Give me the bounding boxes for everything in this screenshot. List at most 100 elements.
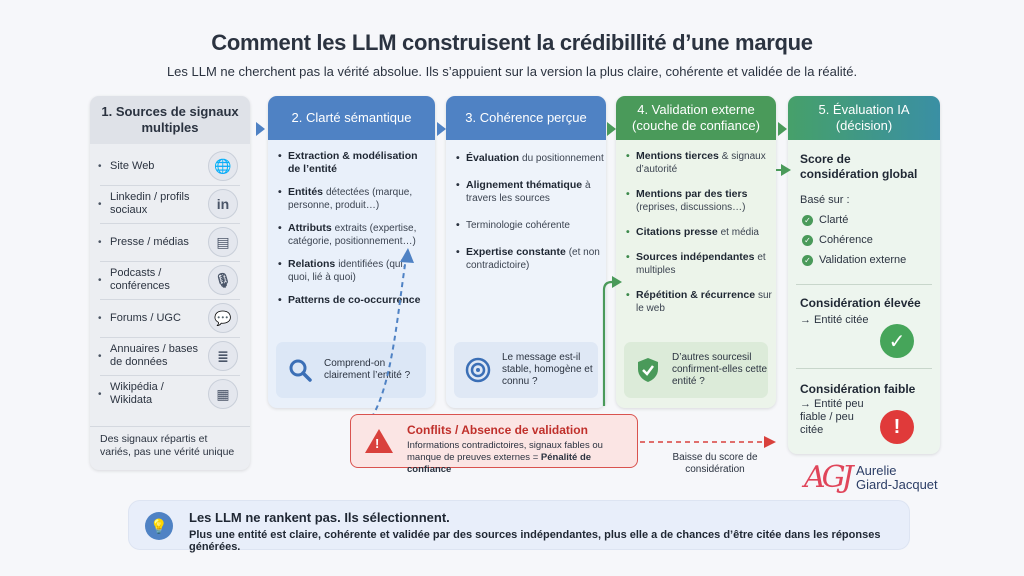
criterion-clarity: ✓Clarté	[802, 214, 848, 226]
list-item: •Terminologie cohérente	[456, 219, 570, 231]
source-label: Wikipédia / Wikidata	[110, 381, 164, 406]
arrow-head-icon	[781, 164, 791, 176]
conclusion-headline: Les LLM ne rankent pas. Ils sélectionnen…	[189, 510, 450, 525]
ai-evaluation-header: 5. Évaluation IA (décision)	[788, 96, 940, 140]
linkedin-icon: in	[208, 189, 238, 219]
arrow-head-icon	[400, 248, 414, 263]
validation-question-box: D’autres sourcesil confirment-elles cett…	[624, 342, 768, 398]
exclamation-circle-icon: !	[880, 410, 914, 444]
list-item: •Répétition & récurrence sur le web	[626, 289, 772, 314]
conflict-text: Informations contradictoires, signaux fa…	[407, 440, 603, 475]
list-item: •Mentions tierces & signaux d’autorité	[626, 150, 766, 175]
source-label: Forums / UGC	[110, 311, 181, 324]
list-item: •Mentions par des tiers (reprises, discu…	[626, 188, 748, 213]
list-item: •Attributs extraits (expertise, catégori…	[278, 222, 417, 247]
shield-check-icon	[634, 356, 662, 384]
criterion-coherence: ✓Cohérence	[802, 234, 873, 246]
conclusion-text: Plus une entité est claire, cohérente et…	[189, 529, 881, 553]
validation-question: D’autres sourcesil confirment-elles cett…	[672, 352, 768, 387]
logo-initials: AGJ	[804, 460, 854, 495]
arrow-right-icon	[607, 122, 616, 136]
target-icon	[464, 356, 492, 384]
source-item: •Presse / médias▤	[98, 224, 242, 260]
ai-evaluation-column: 5. Évaluation IA (décision) Score de con…	[788, 96, 940, 454]
logo-name-first: Aurelie	[856, 463, 897, 478]
logo-name-last: Giard-Jacquet	[856, 477, 938, 492]
arrow-right-icon	[437, 122, 446, 136]
sources-column: 1. Sources de signaux multiples •Site We…	[90, 96, 250, 470]
divider	[100, 185, 240, 186]
global-score-title: Score de considération global	[800, 152, 918, 181]
source-item: •Podcasts / conférences🎙	[98, 262, 242, 298]
arrow-right-icon	[256, 122, 265, 136]
divider	[796, 284, 932, 285]
magnifier-icon	[286, 356, 314, 384]
check-icon: ✓	[802, 254, 813, 266]
list-item: •Citations presse et média	[626, 226, 759, 238]
source-label: Presse / médias	[110, 235, 189, 248]
source-item: •Site Web🌐	[98, 148, 242, 184]
divider	[100, 375, 240, 376]
divider	[100, 299, 240, 300]
conflict-title: Conflits / Absence de validation	[407, 423, 588, 437]
clarity-header: 2. Clarté sémantique	[268, 96, 435, 140]
clarity-question-box: Comprend-on clairement l’entité ?	[276, 342, 426, 398]
high-consideration-title: Considération élevée	[800, 296, 921, 310]
list-item: •Sources indépendantes et multiples	[626, 251, 766, 276]
based-on-label: Basé sur :	[800, 194, 850, 206]
database-icon: ≣	[208, 341, 238, 371]
list-item: •Relations identifiées (qui, quoi, lié à…	[278, 258, 406, 283]
arrow-head-icon	[612, 276, 622, 288]
conclusion-banner: 💡 Les LLM ne rankent pas. Ils sélectionn…	[128, 500, 910, 553]
page-subtitle: Les LLM ne cherchent pas la vérité absol…	[166, 64, 858, 79]
newspaper-icon: ▤	[208, 227, 238, 257]
list-item: •Entités détectées (marque, personne, pr…	[278, 186, 413, 211]
divider	[100, 223, 240, 224]
low-consideration-title: Considération faible	[800, 382, 916, 396]
globe-icon: 🌐	[208, 151, 238, 181]
coherence-header: 3. Cohérence perçue	[446, 96, 606, 140]
arrow-right-icon	[778, 122, 787, 136]
clarity-question: Comprend-on clairement l’entité ?	[324, 358, 411, 381]
list-item: •Extraction & modélisation de l’entité	[278, 150, 418, 175]
wiki-icon: ▦	[208, 379, 238, 409]
sources-footer: Des signaux répartis et variés, pas une …	[90, 426, 250, 470]
conflict-box: ! Conflits / Absence de validation Infor…	[350, 414, 638, 475]
score-drop-note: Baisse du score de considération	[672, 452, 758, 475]
source-label: Linkedin / profils sociaux	[110, 191, 190, 216]
sources-header: 1. Sources de signaux multiples	[90, 96, 250, 144]
feedback-dashed-arrow	[351, 257, 407, 437]
list-item: •Évaluation du positionnement	[456, 152, 604, 164]
divider	[100, 261, 240, 262]
source-label: Annuaires / bases de données	[110, 343, 199, 368]
source-label: Site Web	[110, 159, 155, 172]
validation-header: 4. Validation externe (couche de confian…	[616, 96, 776, 140]
source-label: Podcasts / conférences	[110, 267, 170, 292]
chat-icon: 💬	[208, 303, 238, 333]
coherence-question: Le message est-il stable, homogène et co…	[502, 352, 593, 387]
coherence-question-box: Le message est-il stable, homogène et co…	[454, 342, 598, 398]
source-item: •Wikipédia / Wikidata▦	[98, 376, 242, 412]
coherence-column: 3. Cohérence perçue •Évaluation du posit…	[446, 96, 606, 408]
microphone-icon: 🎙	[208, 265, 238, 295]
check-circle-icon: ✓	[880, 324, 914, 358]
criterion-validation: ✓Validation externe	[802, 254, 906, 266]
divider	[100, 337, 240, 338]
warning-icon	[365, 429, 393, 453]
low-consideration-result: → Entité peu fiable / peu citée	[800, 398, 864, 436]
list-item: •Patterns de co-occurrence	[278, 294, 421, 306]
check-icon: ✓	[802, 214, 813, 226]
check-icon: ✓	[802, 234, 813, 246]
validation-column: 4. Validation externe (couche de confian…	[616, 96, 776, 408]
list-item: •Expertise constante (et non contradicto…	[456, 246, 600, 271]
high-consideration-result: → Entité citée	[800, 314, 869, 326]
lightbulb-icon: 💡	[145, 512, 173, 540]
source-item: •Forums / UGC💬	[98, 300, 242, 336]
validation-arrow	[602, 280, 616, 406]
source-item: •Annuaires / bases de données≣	[98, 338, 242, 374]
divider	[796, 368, 932, 369]
arrow-head-icon	[764, 436, 776, 448]
